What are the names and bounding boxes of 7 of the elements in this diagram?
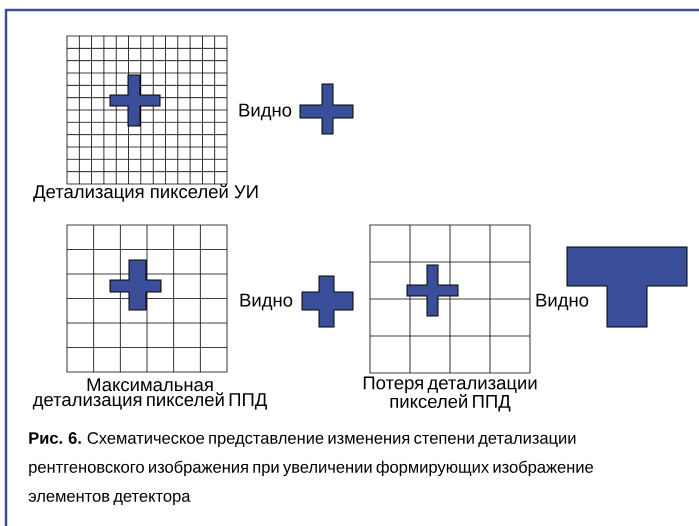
grid-caption: Максимальная детализация пикселей ППД <box>32 378 267 410</box>
grid-caption: Детализация пикселей УИ <box>33 184 258 202</box>
grid-caption: Потеря детализации пикселей ППД <box>364 376 536 412</box>
figure-caption: Рис. 6. Схематическое представление изменения степени детализации рентгеновского изображения при увеличении формирующих изображение элементов детектора <box>28 432 593 506</box>
result-label: Видно <box>536 294 588 310</box>
result-label: Видно <box>240 104 292 120</box>
result-label: Видно <box>240 294 292 310</box>
